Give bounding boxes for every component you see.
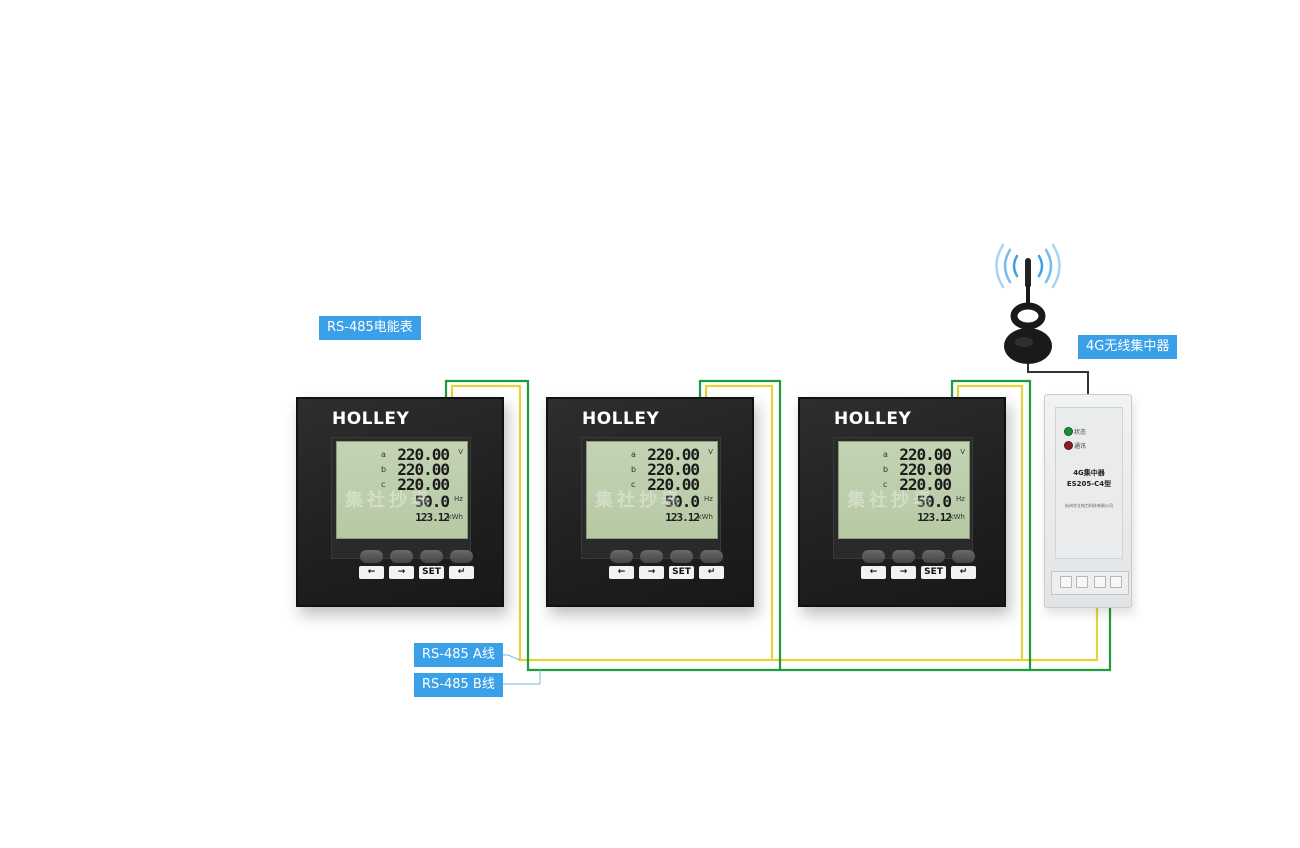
status-led-label: 状态 [1074,429,1087,436]
energy-meter-2: HOLLEY a b c 220.00 220.00 220.00 50.0 1… [546,397,754,607]
voltage-b: 220.00 [647,460,700,479]
voltage-c: 220.00 [647,475,700,494]
concentrator-company: 杭州华立电力科技有限公司 [1065,503,1113,508]
phase-a: a [631,450,636,459]
concentrator-panel: 状态 通讯 4G集中器 ES205-C4型 杭州华立电力科技有限公司 [1055,407,1123,559]
voltage-c: 220.00 [397,475,450,494]
phase-a: a [883,450,888,459]
oval-button [360,550,383,563]
energy: 123.12 [665,511,700,524]
status-led-icon [1064,427,1073,436]
left-arrow-key: ← [359,566,384,579]
voltage-a: 220.00 [397,445,450,464]
energy: 123.12 [415,511,450,524]
unit-hz: Hz [704,495,713,503]
oval-button [922,550,945,563]
brand-logo: HOLLEY [332,409,410,429]
lcd-screen: a b c 220.00 220.00 220.00 50.0 123.12 V… [586,441,718,539]
energy-meter-1: HOLLEY a b c 220.00 220.00 220.00 50.0 1… [296,397,504,607]
concentrator-label: 4G无线集中器 [1078,335,1178,359]
phase-c: c [381,480,386,489]
line-b-label: RS-485 B线 [414,673,503,697]
lcd-screen: a b c 220.00 220.00 220.00 50.0 123.12 V… [336,441,468,539]
energy: 123.12 [917,511,952,524]
antenna [995,244,1061,364]
unit-v: V [960,448,965,456]
watermark: 集社抄表 [595,490,683,511]
right-arrow-key: → [639,566,664,579]
unit-v: V [458,448,463,456]
right-arrow-key: → [389,566,414,579]
watermark: 集社抄表 [847,490,935,511]
unit-hz: Hz [454,495,463,503]
unit-kwh: kWh [949,513,965,521]
frequency: 50.0 [664,492,700,511]
phase-c: c [631,480,636,489]
line-a-label: RS-485 A线 [414,643,503,667]
antenna-cable [1027,364,1089,396]
enter-key: ↵ [951,566,976,579]
left-arrow-key: ← [609,566,634,579]
concentrator-name: 4G集中器 [1073,469,1105,477]
unit-kwh: kWh [697,513,713,521]
voltage-b: 220.00 [899,460,952,479]
oval-button [862,550,885,563]
enter-key: ↵ [699,566,724,579]
set-key: SET [669,566,694,579]
antenna-rod-icon [1025,258,1031,288]
frequency: 50.0 [414,492,450,511]
phase-a: a [381,450,386,459]
rs485-a-wire [450,384,1099,662]
unit-v: V [708,448,713,456]
energy-meter-3: HOLLEY a b c 220.00 220.00 220.00 50.0 1… [798,397,1006,607]
4g-concentrator: 状态 通讯 4G集中器 ES205-C4型 杭州华立电力科技有限公司 [1044,394,1132,608]
comm-led-label: 通讯 [1074,443,1087,450]
unit-kwh: kWh [447,513,463,521]
brand-logo: HOLLEY [834,409,912,429]
phase-b: b [381,465,387,474]
oval-button [700,550,723,563]
brand-logo: HOLLEY [582,409,660,429]
set-key: SET [419,566,444,579]
oval-button [952,550,975,563]
phase-b: b [883,465,889,474]
frequency: 50.0 [916,492,952,511]
oval-button [640,550,663,563]
voltage-a: 220.00 [647,445,700,464]
left-arrow-key: ← [861,566,886,579]
meter-label: RS-485电能表 [319,316,421,340]
voltage-b: 220.00 [397,460,450,479]
unit-hz: Hz [956,495,965,503]
phase-b: b [631,465,637,474]
terminal [1110,576,1122,588]
oval-button [450,550,473,563]
concentrator-model: ES205-C4型 [1066,480,1112,488]
oval-button [892,550,915,563]
terminal [1060,576,1072,588]
lcd-screen: a b c 220.00 220.00 220.00 50.0 123.12 V… [838,441,970,539]
oval-button [670,550,693,563]
phase-c: c [883,480,888,489]
voltage-a: 220.00 [899,445,952,464]
oval-button [420,550,443,563]
rs485-b-wire [444,379,1112,672]
voltage-c: 220.00 [899,475,952,494]
terminal-strip [1051,571,1129,595]
terminal [1076,576,1088,588]
oval-button [610,550,633,563]
enter-key: ↵ [449,566,474,579]
comm-led-icon [1064,441,1073,450]
watermark: 集社抄表 [345,490,433,511]
right-arrow-key: → [891,566,916,579]
terminal [1094,576,1106,588]
signal-waves-icon [995,244,1061,289]
set-key: SET [921,566,946,579]
oval-button [390,550,413,563]
